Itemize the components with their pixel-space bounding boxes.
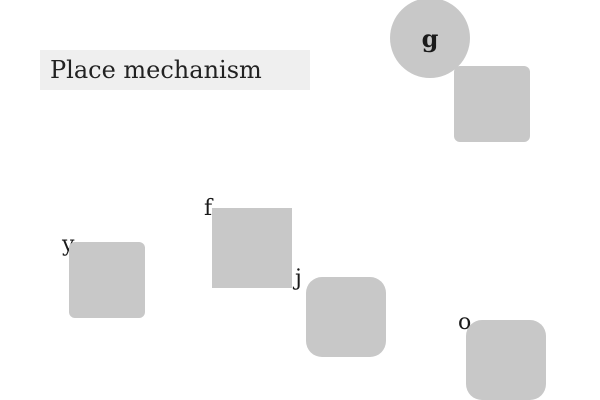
box-j-label: j: [295, 266, 302, 291]
box-f-label: f: [204, 196, 213, 221]
target-box-j[interactable]: [306, 277, 386, 357]
instruction-text: Place mechanism: [50, 56, 262, 84]
target-box-f[interactable]: [212, 208, 292, 288]
circle-g-label: g: [421, 23, 439, 53]
instruction-banner: Place mechanism: [40, 50, 310, 90]
draggable-circle-g[interactable]: g: [390, 0, 470, 78]
target-box-upper-right[interactable]: [454, 66, 530, 142]
target-box-y[interactable]: [69, 242, 145, 318]
target-box-o[interactable]: [466, 320, 546, 400]
